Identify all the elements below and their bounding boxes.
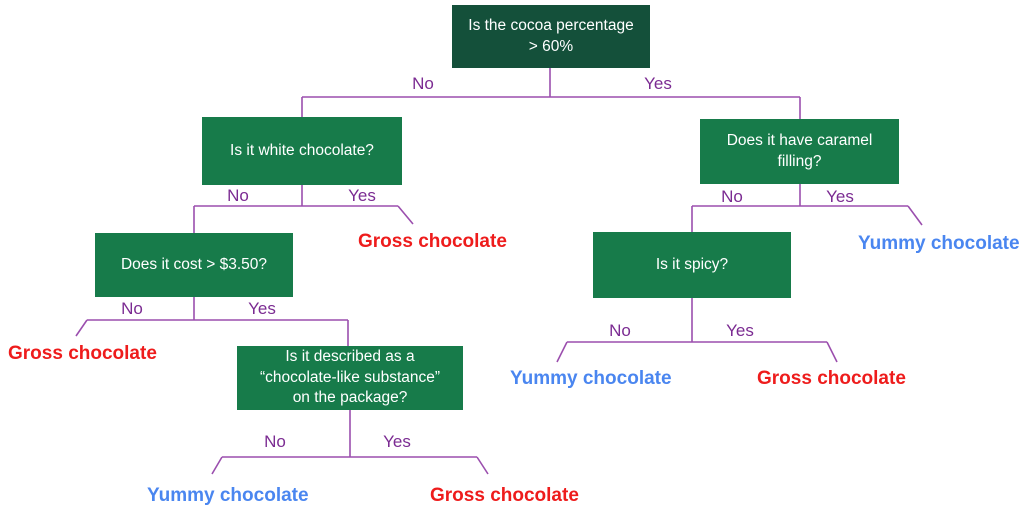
leaf-gross-white-yes: Gross chocolate — [358, 231, 507, 252]
node-cost: Does it cost > $3.50? — [95, 233, 293, 297]
leaf-gross-spicy-yes: Gross chocolate — [757, 368, 906, 389]
branch-label-cost-yes: Yes — [248, 299, 276, 318]
leaf-yummy-describe-no: Yummy chocolate — [147, 485, 309, 506]
node-spicy: Is it spicy? — [593, 232, 791, 298]
leaf-yummy-spicy-no: Yummy chocolate — [510, 368, 672, 389]
branch-label-caramel-yes: Yes — [826, 187, 854, 206]
branch-label-spicy-no: No — [609, 321, 631, 340]
edge-describe-branches — [211, 410, 489, 475]
branch-label-caramel-no: No — [721, 187, 743, 206]
leaf-gross-describe-yes: Gross chocolate — [430, 485, 579, 506]
branch-label-root-yes: Yes — [644, 74, 672, 93]
branch-label-cost-no: No — [121, 299, 143, 318]
branch-label-spicy-yes: Yes — [726, 321, 754, 340]
leaf-gross-cost-no: Gross chocolate — [8, 343, 157, 364]
branch-label-white-yes: Yes — [348, 186, 376, 205]
node-cocoa-percentage: Is the cocoa percentage > 60% — [452, 5, 650, 68]
branch-label-describe-no: No — [264, 432, 286, 451]
branch-label-white-no: No — [227, 186, 249, 205]
edge-white-branches — [193, 185, 414, 233]
branch-label-describe-yes: Yes — [383, 432, 411, 451]
edge-caramel-branches — [691, 184, 923, 232]
leaf-yummy-caramel-yes: Yummy chocolate — [858, 233, 1020, 254]
edge-spicy-branches — [556, 298, 838, 363]
node-white-chocolate: Is it white chocolate? — [202, 117, 402, 185]
edge-cost-branches — [75, 297, 349, 346]
node-caramel-filling: Does it have caramel filling? — [700, 119, 899, 184]
node-chocolate-like-substance: Is it described as a “chocolate-like sub… — [237, 346, 463, 410]
edge-root-branches — [301, 68, 801, 119]
branch-label-root-no: No — [412, 74, 434, 93]
